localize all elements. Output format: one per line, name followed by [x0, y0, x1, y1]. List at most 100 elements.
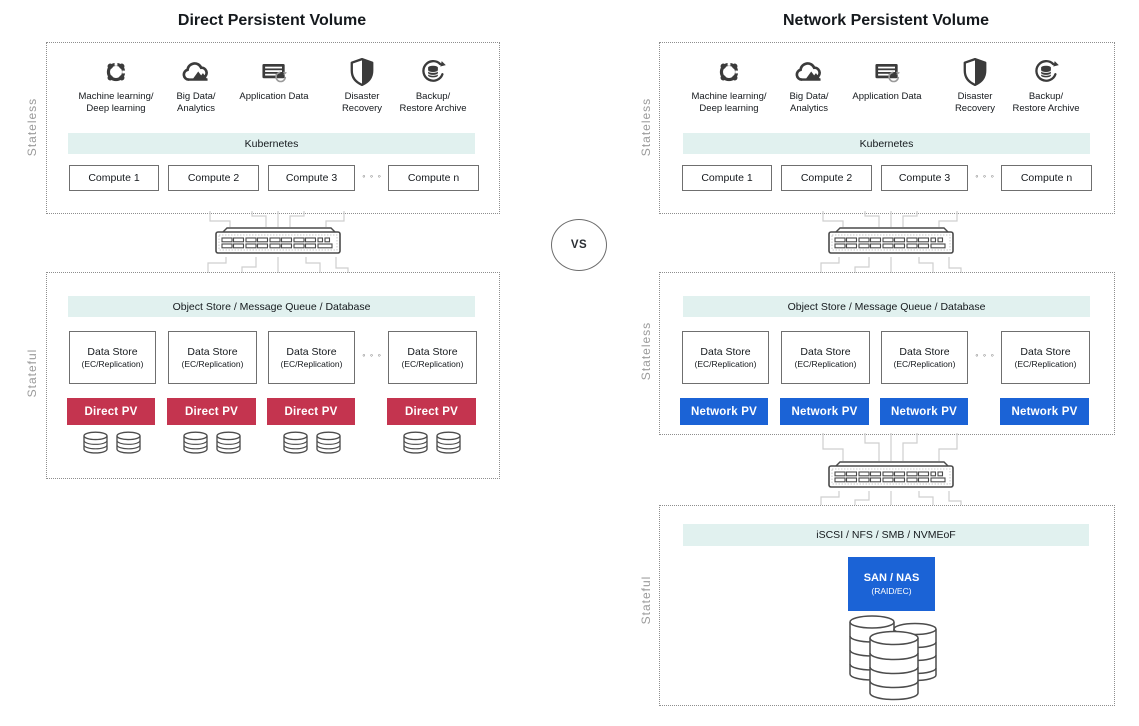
network-pv-badge: Network PV — [680, 398, 768, 425]
application-data-icon — [871, 56, 903, 88]
left-stateful-box — [46, 272, 500, 479]
machine-learning-icon — [100, 56, 132, 88]
icon-group-machine-learning: Machine learning/ Deep learning — [683, 56, 775, 115]
vs-badge: VS — [551, 219, 607, 271]
network-switch-right-lower — [820, 433, 962, 505]
compute-node: Compute 2 — [781, 165, 872, 191]
direct-pv-badge: Direct PV — [387, 398, 476, 425]
icon-label: Deep learning — [699, 102, 759, 114]
object-store-bar: Object Store / Message Queue / Database — [683, 296, 1090, 317]
right-diagram-title: Network Persistent Volume — [783, 12, 989, 29]
database-cylinder-icon — [215, 431, 242, 454]
data-store-subtitle: (EC/Replication) — [794, 358, 857, 369]
direct-pv-badge: Direct PV — [167, 398, 256, 425]
data-store-subtitle: (EC/Replication) — [401, 358, 464, 369]
data-store-subtitle: (EC/Replication) — [893, 358, 956, 369]
data-store-box: Data Store (EC/Replication) — [781, 331, 870, 384]
data-store-box: Data Store (EC/Replication) — [69, 331, 156, 384]
network-pv-badge: Network PV — [780, 398, 869, 425]
disaster-recovery-icon — [346, 56, 378, 88]
compute-node: Compute 1 — [69, 165, 159, 191]
icon-group-disaster-recovery: Disaster Recovery — [316, 56, 408, 115]
icon-label: Backup/ — [1028, 91, 1064, 102]
ellipsis-dots: ◦ ◦ ◦ — [362, 171, 382, 181]
database-cylinder-icon — [182, 431, 209, 454]
data-store-title: Data Store — [87, 345, 138, 358]
icon-label: Restore Archive — [1012, 102, 1080, 114]
database-cylinder-icon — [435, 431, 462, 454]
icon-label: Disaster — [957, 91, 993, 102]
icon-group-machine-learning: Machine learning/ Deep learning — [70, 56, 162, 115]
right-stateless-label: Stateless — [639, 97, 653, 157]
network-switch-left — [207, 211, 349, 273]
compute-node: Compute 2 — [168, 165, 259, 191]
database-cylinder-icon — [402, 431, 429, 454]
san-nas-title: SAN / NAS — [863, 571, 920, 584]
data-store-title: Data Store — [187, 345, 238, 358]
icon-label: Machine learning/ — [691, 91, 767, 102]
icon-group-application-data: Application Data — [841, 56, 933, 103]
disaster-recovery-icon — [959, 56, 991, 88]
data-store-box: Data Store (EC/Replication) — [881, 331, 968, 384]
left-stateful-label: Stateful — [25, 348, 39, 398]
icon-label: Big Data/ — [789, 91, 829, 102]
network-pv-badge: Network PV — [1000, 398, 1089, 425]
right-middle-stateless-label: Stateless — [639, 321, 653, 381]
data-store-title: Data Store — [800, 345, 851, 358]
kubernetes-bar: Kubernetes — [683, 133, 1090, 154]
data-store-box: Data Store (EC/Replication) — [682, 331, 769, 384]
icon-label: Analytics — [789, 102, 828, 114]
data-store-box: Data Store (EC/Replication) — [168, 331, 257, 384]
storage-array-icon — [849, 615, 937, 701]
icon-group-application-data: Application Data — [228, 56, 320, 103]
data-store-subtitle: (EC/Replication) — [1014, 358, 1077, 369]
disk-pair — [82, 431, 142, 454]
icon-label: Machine learning/ — [78, 91, 154, 102]
compute-node: Compute 3 — [268, 165, 355, 191]
data-store-title: Data Store — [700, 345, 751, 358]
database-cylinder-icon — [115, 431, 142, 454]
big-data-icon — [793, 56, 825, 88]
right-middle-stateless-box — [659, 272, 1115, 435]
data-store-title: Data Store — [407, 345, 458, 358]
ellipsis-dots: ◦ ◦ ◦ — [975, 350, 995, 360]
icon-label: Disaster — [344, 91, 380, 102]
left-stateless-label: Stateless — [25, 97, 39, 157]
right-stateful-box — [659, 505, 1115, 706]
icon-label: Big Data/ — [176, 91, 216, 102]
data-store-title: Data Store — [1020, 345, 1071, 358]
icon-group-backup-restore: Backup/ Restore Archive — [1000, 56, 1092, 115]
big-data-icon — [180, 56, 212, 88]
right-stateful-label: Stateful — [639, 575, 653, 625]
direct-pv-badge: Direct PV — [267, 398, 355, 425]
kubernetes-bar: Kubernetes — [68, 133, 475, 154]
icon-label: Recovery — [954, 102, 996, 114]
iscsi-protocol-bar: iSCSI / NFS / SMB / NVMEoF — [683, 524, 1089, 546]
data-store-subtitle: (EC/Replication) — [694, 358, 757, 369]
network-switch-right-upper — [820, 211, 962, 273]
right-stateless-box — [659, 42, 1115, 214]
ellipsis-dots: ◦ ◦ ◦ — [975, 171, 995, 181]
ellipsis-dots: ◦ ◦ ◦ — [362, 350, 382, 360]
object-store-bar: Object Store / Message Queue / Database — [68, 296, 475, 317]
backup-restore-icon — [1030, 56, 1062, 88]
disk-pair — [282, 431, 342, 454]
direct-pv-badge: Direct PV — [67, 398, 155, 425]
compute-node: Compute n — [1001, 165, 1092, 191]
icon-label: Restore Archive — [399, 102, 467, 114]
icon-group-big-data: Big Data/ Analytics — [150, 56, 242, 115]
data-store-title: Data Store — [286, 345, 337, 358]
machine-learning-icon — [713, 56, 745, 88]
data-store-subtitle: (EC/Replication) — [81, 358, 144, 369]
database-cylinder-icon — [82, 431, 109, 454]
icon-group-big-data: Big Data/ Analytics — [763, 56, 855, 115]
compute-node: Compute 3 — [881, 165, 968, 191]
icon-group-disaster-recovery: Disaster Recovery — [929, 56, 1021, 115]
data-store-box: Data Store (EC/Replication) — [268, 331, 355, 384]
left-stateless-box — [46, 42, 500, 214]
data-store-box: Data Store (EC/Replication) — [1001, 331, 1090, 384]
compute-node: Compute n — [388, 165, 479, 191]
icon-group-backup-restore: Backup/ Restore Archive — [387, 56, 479, 115]
network-pv-badge: Network PV — [880, 398, 968, 425]
